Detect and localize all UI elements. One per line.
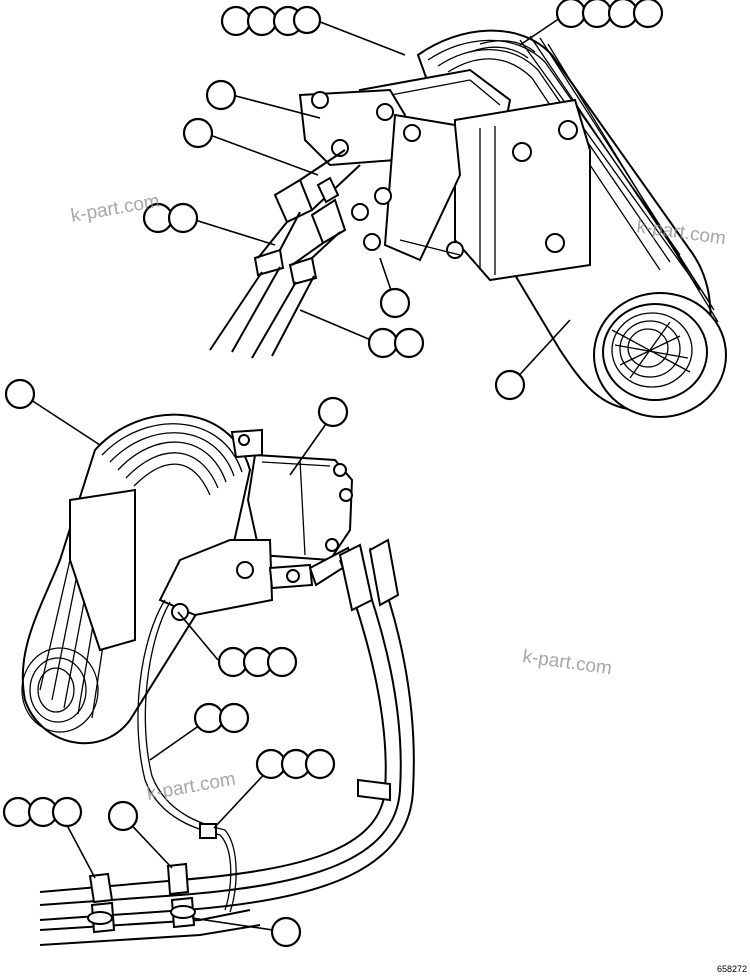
lower-hoses <box>39 538 415 946</box>
callout-bubble[interactable] <box>51 796 83 828</box>
callout-group-top-right-four[interactable] <box>555 0 664 29</box>
callout-bubble[interactable] <box>217 646 249 678</box>
callout-group-pair-left[interactable] <box>142 202 199 234</box>
callout-bubble[interactable] <box>581 0 613 29</box>
drawing-code: 658272 <box>717 964 747 974</box>
hose-clamps <box>87 862 196 934</box>
callout-bubble[interactable] <box>367 327 399 359</box>
callout-bubble[interactable] <box>220 5 252 37</box>
callout-bubble[interactable] <box>292 5 322 35</box>
watermark-text: k-part.com <box>145 769 237 805</box>
callout-single-upper-d[interactable] <box>494 369 526 401</box>
callout-group-three-left[interactable] <box>2 796 83 828</box>
callout-bubble[interactable] <box>304 748 336 780</box>
callout-single-lower-left[interactable] <box>4 378 36 410</box>
callout-single-lower-b[interactable] <box>270 916 302 948</box>
callout-single-lower-center[interactable] <box>317 396 349 428</box>
callout-bubble[interactable] <box>607 0 639 29</box>
upper-end-drum <box>593 292 727 418</box>
callout-single-lower-a[interactable] <box>107 800 139 832</box>
callout-bubble[interactable] <box>393 327 425 359</box>
callout-single-upper-c[interactable] <box>379 287 411 319</box>
callout-bubble[interactable] <box>555 0 587 29</box>
upper-assembly <box>209 29 727 418</box>
callout-leaders <box>27 17 571 933</box>
lower-belt-housing <box>21 413 252 745</box>
callout-group-pair-mid[interactable] <box>193 702 250 734</box>
callout-group-pair-lower[interactable] <box>367 327 425 359</box>
callout-bubble[interactable] <box>167 202 199 234</box>
lower-motor <box>230 428 354 562</box>
callout-bubble[interactable] <box>266 646 298 678</box>
callout-bubble[interactable] <box>255 748 287 780</box>
lower-wire <box>137 599 237 913</box>
callout-single-upper-b[interactable] <box>182 117 214 149</box>
upper-mount-bracket <box>351 98 591 282</box>
callout-bubble[interactable] <box>193 702 225 734</box>
callout-bubble[interactable] <box>632 0 664 29</box>
callout-single-upper-a[interactable] <box>205 79 237 111</box>
callout-bubble[interactable] <box>218 702 250 734</box>
callout-bubble[interactable] <box>246 5 278 37</box>
lower-assembly <box>21 413 415 946</box>
callout-bubble[interactable] <box>2 796 34 828</box>
upper-hoses <box>209 149 361 359</box>
watermark-text: k-part.com <box>521 646 613 679</box>
callout-group-three-mid[interactable] <box>217 646 298 678</box>
callout-group-three-right[interactable] <box>255 748 336 780</box>
callout-group-top-left-four[interactable] <box>220 5 322 37</box>
